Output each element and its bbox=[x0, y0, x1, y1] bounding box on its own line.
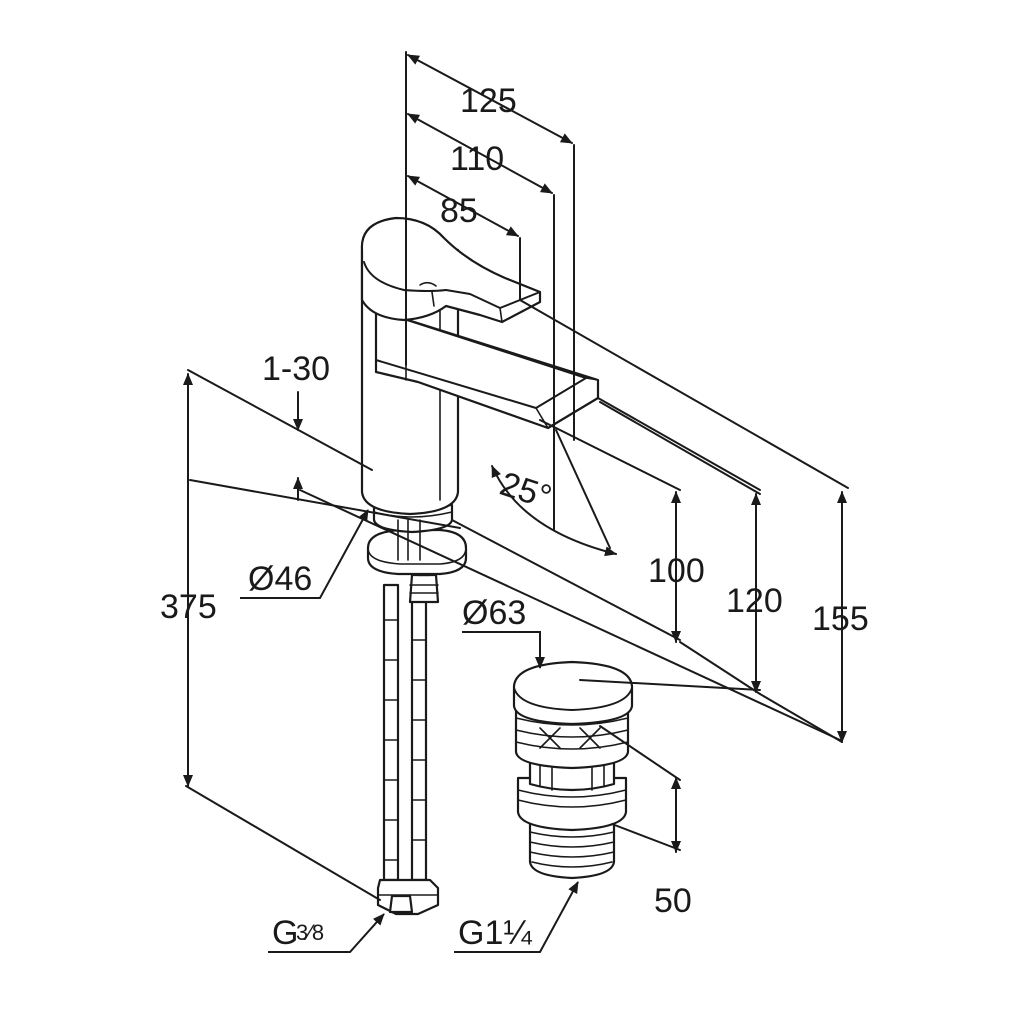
dim-50-label: 50 bbox=[654, 882, 692, 920]
dim-85-label: 85 bbox=[440, 192, 478, 230]
dim-125-label: 125 bbox=[460, 82, 517, 120]
dim-85-line bbox=[407, 175, 521, 301]
extension-lines bbox=[299, 299, 849, 741]
dim-g38-main: G bbox=[272, 914, 298, 952]
dim-d63-label: Ø63 bbox=[462, 594, 526, 632]
dim-120-label: 120 bbox=[726, 582, 783, 620]
dim-155-line bbox=[679, 491, 847, 743]
leader-g114 bbox=[454, 881, 579, 953]
dim-50-line bbox=[599, 725, 681, 853]
faucet bbox=[360, 216, 600, 916]
leader-g38 bbox=[268, 913, 385, 953]
hose-fittings bbox=[376, 878, 440, 916]
leader-d63 bbox=[462, 631, 545, 669]
dim-375-line bbox=[183, 373, 381, 901]
dim-120-line bbox=[599, 401, 761, 693]
dim-25deg-label: 25° bbox=[495, 465, 556, 517]
dim-100-label: 100 bbox=[648, 552, 705, 590]
dim-g38-label: G 3⁄8 bbox=[272, 914, 324, 952]
dim-375-label: 375 bbox=[160, 588, 217, 626]
dim-d46-label: Ø46 bbox=[248, 560, 312, 598]
washer bbox=[366, 528, 468, 576]
dim-1-30-label: 1-30 bbox=[262, 350, 330, 388]
dim-1-30-line bbox=[187, 369, 461, 529]
dim-155-label: 155 bbox=[812, 600, 869, 638]
dim-g38-fraction: 3⁄8 bbox=[296, 920, 324, 945]
flexible-hoses bbox=[382, 583, 428, 882]
spout bbox=[374, 308, 600, 430]
dim-g114-label: G1¼ bbox=[458, 914, 532, 952]
leader-d46 bbox=[240, 509, 369, 599]
popup-waste bbox=[512, 660, 634, 880]
dim-25deg-arc bbox=[491, 429, 617, 557]
dim-110-label: 110 bbox=[450, 140, 504, 178]
